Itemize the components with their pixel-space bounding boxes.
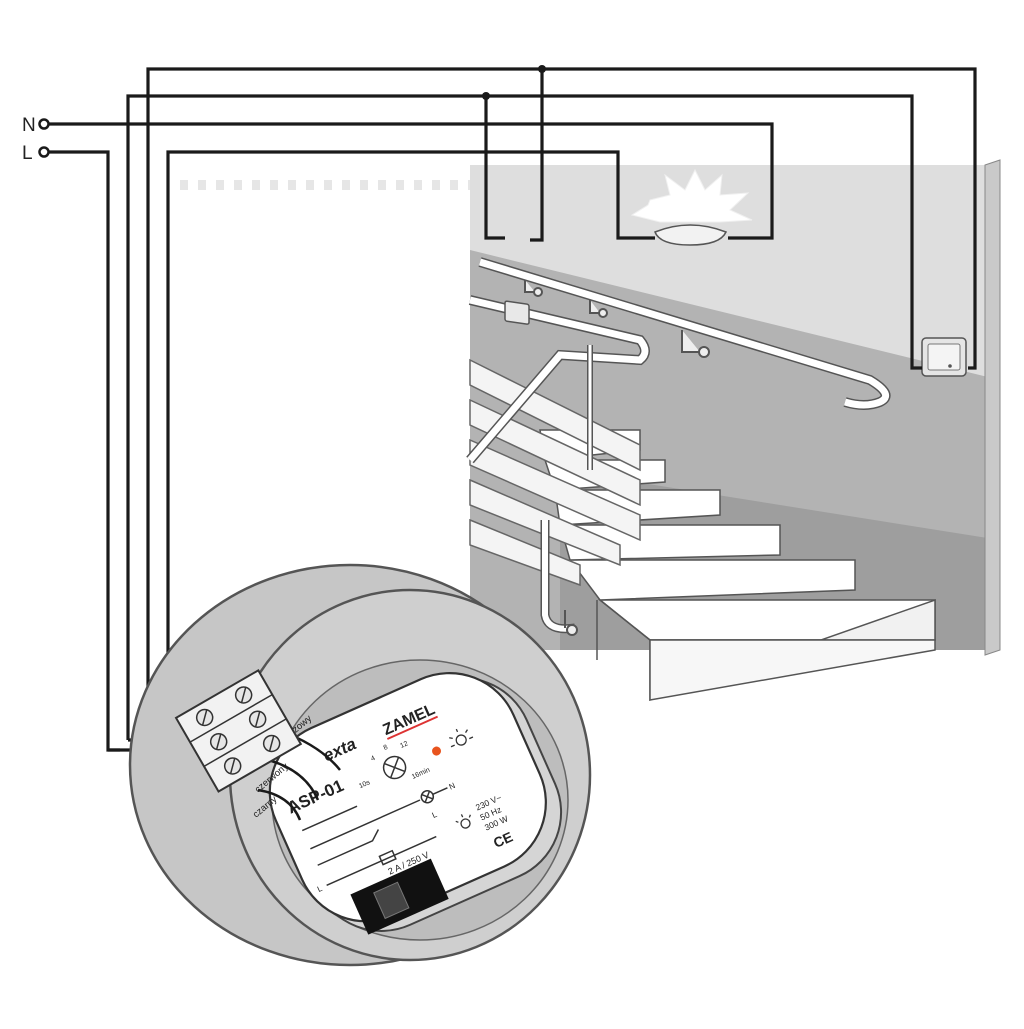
terminal-block — [174, 668, 303, 793]
supply-terminals: N L — [22, 115, 50, 164]
wire-button-loop-inner — [126, 94, 922, 740]
line-terminal-label: L — [22, 143, 33, 164]
neutral-terminal-icon — [38, 118, 50, 130]
lamp-load-icon — [455, 814, 471, 829]
ceiling-lamp — [630, 168, 753, 246]
module-schematic — [301, 787, 448, 887]
push-button-upper — [504, 300, 530, 325]
light-bulb-icon — [449, 728, 474, 748]
ce-mark: CE — [491, 828, 515, 851]
dial-tick-12: 12 — [399, 740, 409, 750]
neutral-terminal-label: N — [22, 115, 36, 136]
lamp-light-rays — [630, 168, 753, 223]
input-terminal-label-upper: L — [431, 810, 439, 820]
dial-tick-min: 10s — [358, 779, 372, 790]
push-button-lower — [921, 337, 967, 377]
lamp-fixture — [654, 224, 728, 246]
dial-tick-4: 4 — [370, 755, 377, 763]
line-terminal-icon — [38, 146, 50, 158]
stairwell-scene — [180, 159, 1001, 702]
asp01-module: exta ZAMEL ASP-01 10s 4 8 12 16min — [268, 672, 563, 935]
output-terminal-label: N — [448, 781, 457, 792]
indicator-led-icon — [432, 746, 442, 756]
wire-junction-dots — [482, 65, 546, 100]
input-terminal-label-lower: L — [316, 884, 324, 894]
wire-button-loop-outer — [146, 67, 977, 728]
mounting-window — [350, 858, 449, 935]
wire-neutral — [48, 122, 774, 240]
terminal-screws — [195, 686, 281, 775]
rail-brackets — [524, 280, 710, 636]
wall-edge — [984, 159, 1001, 656]
dial-tick-8: 8 — [383, 744, 390, 752]
